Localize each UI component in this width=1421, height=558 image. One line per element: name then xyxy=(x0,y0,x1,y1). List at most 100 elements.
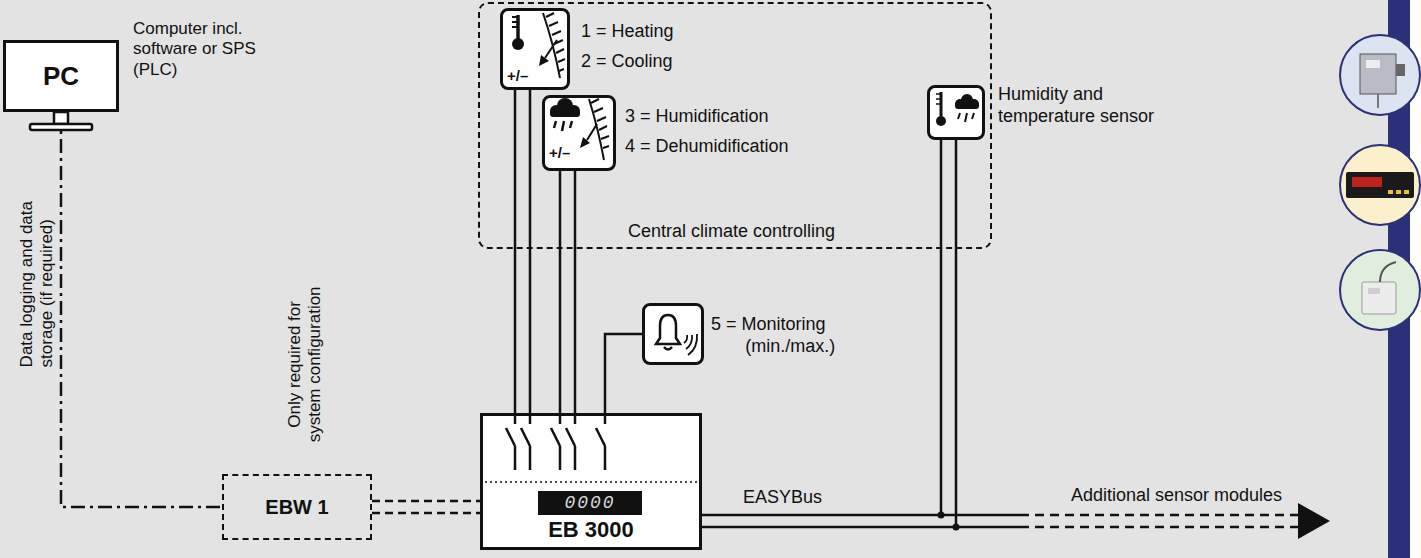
bell-symbol xyxy=(656,315,680,344)
sensor-symbol xyxy=(936,98,941,100)
air-arrow xyxy=(539,40,557,66)
thermometer-symbol xyxy=(512,38,524,50)
temperature-actuator: +/–1 = Heating2 = Cooling xyxy=(500,8,570,90)
product-photo xyxy=(1368,288,1380,294)
bus-line xyxy=(956,526,1020,529)
monitor-stand xyxy=(54,112,68,124)
control-wire xyxy=(559,171,562,413)
bus-connector xyxy=(702,140,941,515)
humidity-actuator: +/–3 = Humidification4 = Dehumidificatio… xyxy=(542,95,616,171)
product-photo xyxy=(1346,172,1414,198)
control-wire xyxy=(529,90,532,413)
box-fill xyxy=(542,95,616,171)
thermometer-symbol xyxy=(512,21,518,23)
box-fill xyxy=(642,303,704,365)
bell-symbol xyxy=(684,335,687,343)
product-photo xyxy=(1380,262,1396,282)
relay-switch xyxy=(506,414,515,470)
thermometer-symbol xyxy=(512,26,518,28)
control-wire xyxy=(515,90,530,413)
cloud-symbol xyxy=(570,121,572,128)
box-fill xyxy=(500,8,570,90)
config-link xyxy=(372,501,480,513)
product-photo xyxy=(1388,190,1393,194)
box-fill xyxy=(480,413,702,550)
alarm-wire xyxy=(605,334,642,413)
separator-line xyxy=(485,481,698,483)
sensor-label: Humidity and temperature sensor xyxy=(998,84,1173,127)
function-label: 5 = Monitoring (min./max.) xyxy=(711,314,895,357)
sensor-symbol xyxy=(936,103,941,105)
product-photo xyxy=(1340,250,1420,330)
alarm-bell: 5 = Monitoring (min./max.) xyxy=(642,303,704,365)
wall-symbol xyxy=(546,13,565,71)
air-arrow xyxy=(580,124,597,148)
bus-connector xyxy=(702,140,956,527)
box-fill xyxy=(927,85,985,140)
controller-box: 0000EB 3000 xyxy=(480,413,702,550)
product-photo xyxy=(1362,282,1396,314)
relay-switch xyxy=(566,414,575,470)
product-photo xyxy=(1352,177,1382,187)
relay-switch xyxy=(521,414,530,470)
device-name: EB 3000 xyxy=(483,517,699,543)
bus-line xyxy=(941,515,1300,527)
interface-box: EBW 1Only required for system configurat… xyxy=(222,474,372,540)
relay-switch xyxy=(596,414,605,470)
product-photo xyxy=(1377,94,1379,108)
sensor-symbol xyxy=(936,92,979,126)
sign-label: +/– xyxy=(549,144,570,162)
bell-symbol xyxy=(656,315,697,355)
bus-line xyxy=(941,514,1020,517)
device-description: Computer incl. software or SPS (PLC) xyxy=(133,19,298,80)
product-photo xyxy=(1366,60,1380,68)
bell-symbol xyxy=(688,334,697,355)
thermometer-symbol xyxy=(512,16,518,18)
device-name: EBW 1 xyxy=(224,476,370,538)
cloud-symbol xyxy=(562,121,564,131)
thermometer-symbol xyxy=(512,15,524,50)
sensor-symbol xyxy=(958,113,960,119)
sensor-symbol xyxy=(936,116,946,126)
product-photo xyxy=(1340,145,1420,225)
sensor-symbol xyxy=(965,113,967,122)
bus-label: Additional sensor modules xyxy=(1068,485,1285,507)
box-fill xyxy=(3,40,119,112)
bus-connector xyxy=(702,140,956,527)
junction-dot xyxy=(953,524,960,531)
wall-symbol xyxy=(589,99,609,160)
config-link xyxy=(372,512,480,515)
connector-label: Data logging and data storage (if requir… xyxy=(17,154,58,370)
air-arrow xyxy=(587,124,597,140)
function-label: 4 = Dehumidification xyxy=(625,136,789,158)
sensor-symbol xyxy=(936,93,941,95)
bus-line xyxy=(1020,526,1300,529)
control-wire xyxy=(514,90,517,413)
bus-arrow-head xyxy=(1298,503,1330,539)
connector-label: EASYBus xyxy=(740,487,825,509)
product-photo xyxy=(1340,250,1420,330)
bell-symbol xyxy=(664,347,672,350)
sensor-symbol xyxy=(972,113,974,119)
data-link xyxy=(61,112,222,507)
product-photo xyxy=(1340,35,1420,115)
cloud-symbol xyxy=(550,98,580,131)
monitor-stand xyxy=(30,112,92,130)
cloud-symbol xyxy=(550,110,580,117)
alarm-wire xyxy=(605,334,642,413)
data-link xyxy=(61,112,222,507)
product-photo xyxy=(1360,54,1396,94)
device-name: PC xyxy=(6,43,116,109)
air-arrow xyxy=(545,40,557,58)
relay-switch xyxy=(551,414,560,470)
box-fill xyxy=(3,8,985,550)
control-wire xyxy=(574,171,577,413)
sensor-module: Humidity and temperature sensor xyxy=(927,85,985,140)
control-wire xyxy=(560,171,575,413)
product-photo xyxy=(1396,64,1405,76)
bus-line xyxy=(1020,514,1300,517)
